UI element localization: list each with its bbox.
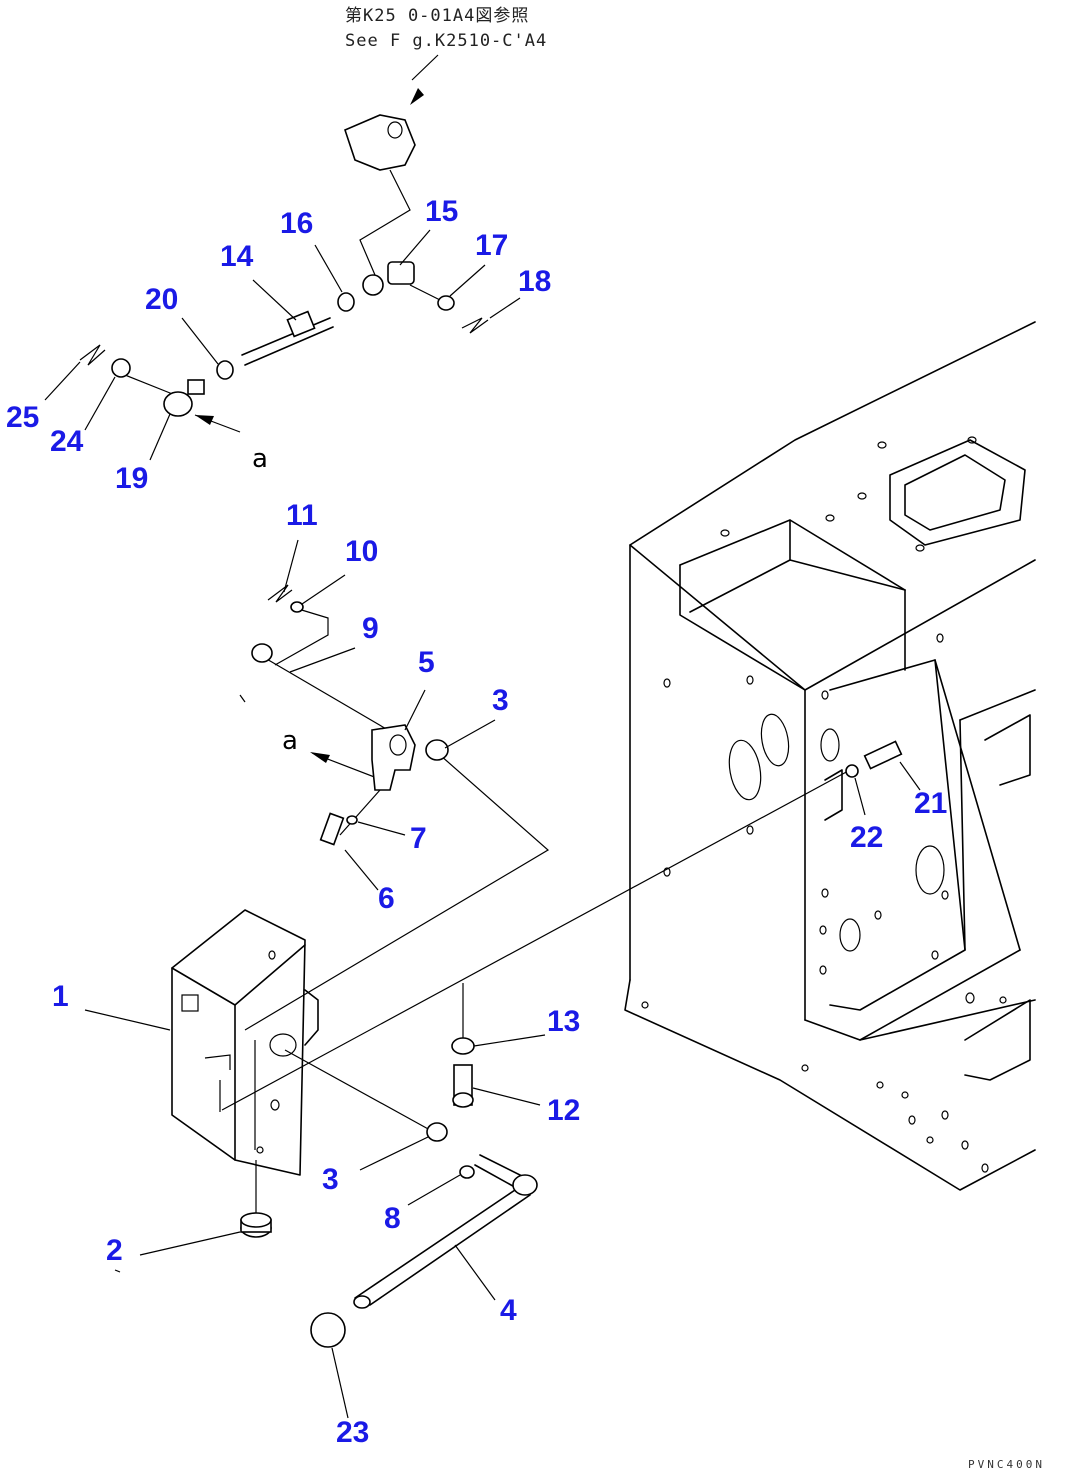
- callout-23: 23: [336, 1416, 370, 1449]
- callout-3-lower: 3: [322, 1163, 339, 1196]
- callout-1: 1: [52, 980, 69, 1013]
- assembly-lines: [79, 54, 851, 1306]
- part-1-box: [171, 909, 319, 1176]
- frame-outline: [624, 321, 1036, 1191]
- callout-2: 2: [106, 1234, 123, 1267]
- callout-18: 18: [518, 265, 552, 298]
- callout-6: 6: [378, 882, 395, 915]
- callout-8: 8: [384, 1202, 401, 1235]
- callout-11: 11: [286, 499, 318, 532]
- view-mark-a-upper: a: [252, 444, 268, 474]
- small-parts: [111, 114, 903, 1348]
- callout-3-upper: 3: [492, 684, 509, 717]
- view-mark-a-lower: a: [282, 726, 298, 756]
- reference-note-english: See F g.K2510-C'A4: [345, 31, 548, 51]
- callout-12: 12: [547, 1094, 581, 1127]
- callout-14: 14: [220, 240, 254, 273]
- callout-21: 21: [914, 787, 948, 820]
- reference-note-japanese: 第K25 0-01A4図参照: [345, 6, 530, 26]
- callout-15: 15: [425, 195, 459, 228]
- callout-19: 19: [115, 462, 149, 495]
- callout-9: 9: [362, 612, 379, 645]
- callout-17: 17: [475, 229, 509, 262]
- callout-4: 4: [500, 1294, 517, 1327]
- callout-22: 22: [850, 821, 884, 854]
- callout-13: 13: [547, 1005, 581, 1038]
- leader-lines: [44, 229, 921, 1419]
- callout-20: 20: [145, 283, 179, 316]
- callout-7: 7: [410, 822, 427, 855]
- callout-25: 25: [6, 401, 40, 434]
- callout-5: 5: [418, 646, 435, 679]
- callout-24: 24: [50, 425, 84, 458]
- callout-10: 10: [345, 535, 379, 568]
- drawing-code: PVNC400N: [968, 1458, 1045, 1471]
- callout-16: 16: [280, 207, 314, 240]
